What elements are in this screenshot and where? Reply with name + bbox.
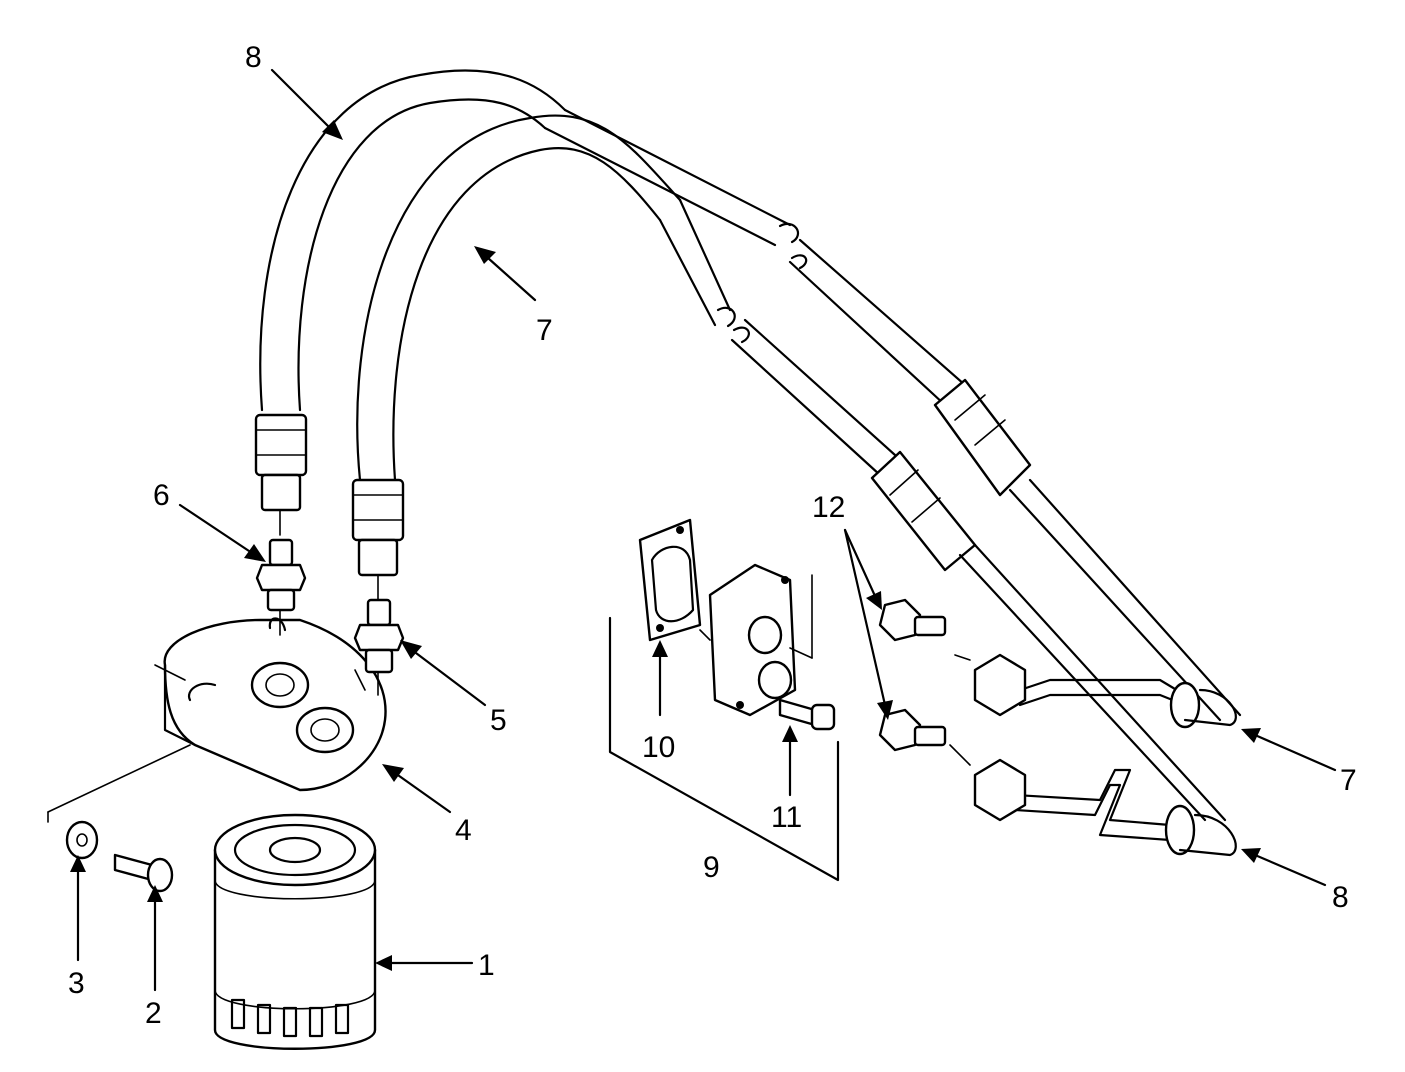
filter-mount-plate-4 (163, 617, 387, 792)
bracket-9 (608, 616, 840, 882)
hose-8-end-fitting (254, 413, 308, 512)
callout-9: 9 (703, 851, 720, 884)
callout-7-right: 7 (1340, 764, 1357, 797)
screw-11 (778, 698, 836, 731)
callout-3: 3 (68, 967, 85, 1000)
fitting-5 (353, 598, 405, 674)
gasket-10 (638, 518, 702, 642)
metal-line-8 (958, 543, 1237, 857)
washer-3 (65, 820, 99, 860)
callout-8-top: 8 (245, 41, 262, 74)
oil-filter-grip-ribs (230, 998, 350, 1038)
oil-filter-1 (213, 813, 377, 1050)
hose-7-right-fitting (870, 450, 977, 572)
tube-nut-upper (973, 653, 1027, 717)
callout-1: 1 (478, 949, 495, 982)
fitting-6 (255, 538, 307, 612)
callout-5: 5 (490, 704, 507, 737)
callout-10: 10 (642, 731, 675, 764)
metal-line-7 (1008, 478, 1242, 729)
fitting-12-upper (878, 598, 947, 642)
hose-7 (356, 114, 897, 482)
screw-2 (113, 853, 174, 893)
hose-break-marks (716, 223, 808, 344)
hose-8 (259, 69, 967, 412)
leader-lines (70, 68, 1337, 992)
callout-7-mid: 7 (536, 314, 553, 347)
callout-4: 4 (455, 814, 472, 847)
callout-8-right: 8 (1332, 881, 1349, 914)
callout-12: 12 (812, 491, 845, 524)
callout-2: 2 (145, 997, 162, 1030)
hose-7-end-fitting (351, 478, 405, 577)
alignment-lines (47, 509, 971, 823)
callout-labels: 8 7 6 5 4 1 2 3 10 11 9 12 7 8 (68, 41, 1357, 1030)
hose-8-right-fitting (933, 378, 1032, 497)
adapter-plate-9 (708, 563, 797, 717)
fitting-12-lower (878, 708, 947, 752)
tube-nut-lower (973, 758, 1027, 822)
callout-11: 11 (771, 801, 802, 834)
callout-6: 6 (153, 479, 170, 512)
